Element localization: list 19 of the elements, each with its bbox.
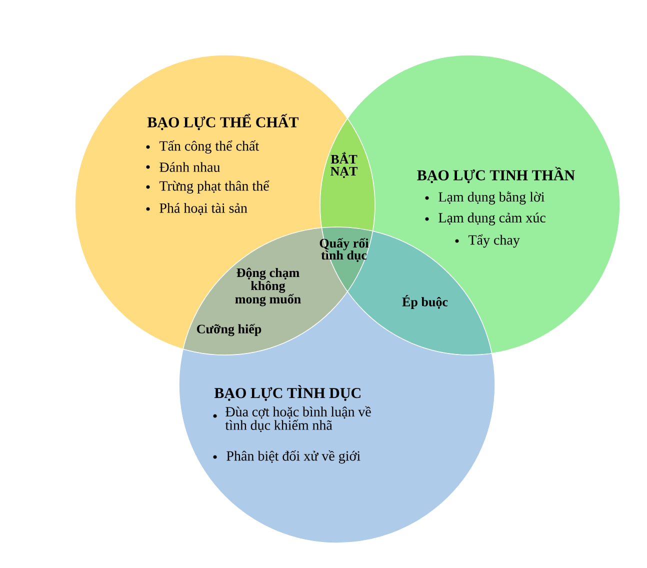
overlap-label: Động chạm không mong muốn [235,268,301,306]
bullet-item: Phân biệt đối xử về giới [226,450,360,464]
circle [74,54,376,356]
circle [320,54,620,356]
circle-heading: BẠO LỰC TINH THẦN [417,166,575,184]
bullet-item: Đánh nhau [160,162,220,172]
overlap-label: BẮT NẠT [330,152,358,178]
bullet-item: Tấn công thể chất [159,140,260,154]
overlap-label: Ép buộc [402,295,448,309]
circle-heading: BẠO LỰC TÌNH DỤC [214,385,360,401]
bullet-item: Lạm dụng cảm xúc [438,212,546,226]
bullet-item: Phá hoại tài sản [160,202,248,216]
bullet-item: Tẩy chay [468,234,520,248]
circle-heading: BẠO LỰC THỂ CHẤT [147,114,299,130]
bullet-item: Lạm dụng bằng lời [438,191,544,205]
bullet-item: Trừng phạt thân thể [159,180,270,194]
overlap-label: Cưỡng hiếp [196,324,262,336]
bullet-item: Đùa cợt hoặc bình luận về tình dục khiếm nhã [225,406,371,432]
circle [178,226,496,544]
